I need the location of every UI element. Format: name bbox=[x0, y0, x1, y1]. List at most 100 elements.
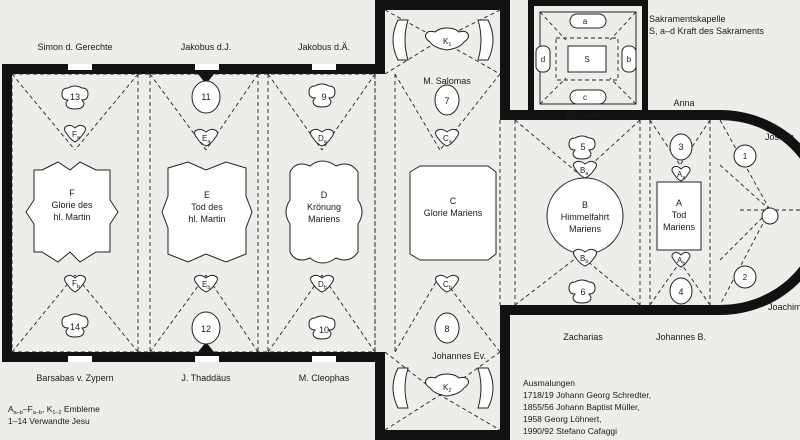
chapel-label-b: b bbox=[627, 55, 632, 64]
emblem-Ba: Ba bbox=[580, 166, 589, 177]
emblem-shapes bbox=[64, 124, 691, 293]
ausmalungen-title: Ausmalungen bbox=[523, 378, 575, 388]
chapel-label-d: d bbox=[541, 55, 545, 64]
chapel-label-s: S bbox=[584, 55, 589, 64]
fresco-B-line1: Himmelfahrt bbox=[561, 212, 610, 222]
number-13: 13 bbox=[70, 92, 80, 102]
saint-cleophas: M. Cleophas bbox=[299, 373, 350, 383]
west-wall bbox=[2, 64, 12, 362]
fresco-F-line1: Glorie des bbox=[51, 200, 93, 210]
north-arm-west-wall bbox=[375, 0, 385, 74]
chapel-cell-a bbox=[569, 13, 607, 29]
emblem-Aa: Aa bbox=[677, 170, 686, 181]
niche bbox=[195, 356, 219, 362]
north-arm-east-wall bbox=[500, 0, 510, 120]
fresco-B-line2: Mariens bbox=[569, 224, 602, 234]
fresco-D-frame bbox=[285, 160, 363, 264]
chapel-cell-c bbox=[569, 89, 607, 105]
emblem-K2 bbox=[425, 373, 469, 397]
chapel-legend: S, a–d Kraft des Sakraments bbox=[649, 26, 765, 36]
pulpit-marker bbox=[198, 74, 214, 84]
number-5: 5 bbox=[580, 142, 585, 152]
fresco-B-letter: B bbox=[582, 200, 588, 210]
emblem-Fb: Fb bbox=[72, 279, 80, 290]
ribs bbox=[514, 119, 641, 306]
fresco-A-line2: Mariens bbox=[663, 222, 696, 232]
emblem-Da: Da bbox=[318, 134, 328, 145]
number-9: 9 bbox=[321, 92, 326, 102]
labels: Sakramentskapelle S, a–d Kraft des Sakra… bbox=[8, 14, 800, 436]
fresco-E-letter: E bbox=[204, 190, 210, 200]
medallion-8 bbox=[434, 312, 460, 344]
saint-zacharias: Zacharias bbox=[563, 332, 603, 342]
niche bbox=[312, 64, 336, 70]
saint-jakobus-dj: Jakobus d.J. bbox=[181, 42, 232, 52]
number-3: 3 bbox=[678, 142, 683, 152]
number-11: 11 bbox=[201, 92, 210, 102]
chapel-cell-s bbox=[567, 45, 607, 73]
saint-johannes-ev: Johannes Ev. bbox=[432, 351, 486, 361]
medallion-3 bbox=[669, 133, 693, 161]
emblem-Cb: Cb bbox=[443, 280, 452, 291]
ausmalungen-line: 1958 Georg Löhnert, bbox=[523, 414, 601, 424]
saint-joachim: Joachim bbox=[768, 302, 800, 312]
medallion-4 bbox=[669, 277, 693, 305]
emblem-Ea: Ea bbox=[202, 134, 211, 145]
emblem-K1-label: K1 bbox=[443, 37, 451, 48]
apse-ribs bbox=[719, 119, 800, 306]
number-4: 4 bbox=[678, 287, 683, 297]
transept-lobe bbox=[392, 19, 409, 61]
fresco-C-letter: C bbox=[450, 196, 457, 206]
number-2: 2 bbox=[743, 273, 748, 282]
number-6: 6 bbox=[580, 287, 585, 297]
chapel-east-wall bbox=[642, 0, 648, 110]
sacrament-chapel bbox=[535, 11, 637, 105]
fresco-E-line1: Tod des bbox=[191, 202, 223, 212]
number-12: 12 bbox=[201, 324, 211, 334]
south-arm-east-wall bbox=[500, 305, 510, 440]
chapel-top-wall bbox=[528, 0, 648, 6]
pulpit-marker bbox=[198, 342, 214, 352]
frescoes bbox=[25, 160, 702, 264]
saint-elisabeth: Elisabeth bbox=[566, 110, 603, 120]
niche bbox=[312, 356, 336, 362]
saint-simon: Simon d. Gerechte bbox=[37, 42, 112, 52]
legend-emblems: Aa–b–Fa–b, K1–2 Embleme bbox=[8, 404, 100, 416]
fresco-A-line1: Tod bbox=[672, 210, 687, 220]
number-1: 1 bbox=[743, 152, 748, 161]
medallion-13 bbox=[61, 85, 89, 110]
saint-anna: Anna bbox=[673, 98, 694, 108]
fresco-F-line2: hl. Martin bbox=[53, 212, 90, 222]
chancel-north-wall bbox=[510, 110, 720, 120]
chapel-west-wall bbox=[528, 0, 534, 110]
medallion-6 bbox=[568, 279, 596, 304]
niche bbox=[68, 356, 92, 362]
fresco-F-frame bbox=[25, 161, 119, 263]
emblem-Ca: Ca bbox=[443, 134, 453, 145]
medallion-12 bbox=[191, 311, 221, 345]
chapel-label-a: a bbox=[583, 17, 588, 26]
fresco-D-letter: D bbox=[321, 190, 328, 200]
niche bbox=[68, 64, 92, 70]
niche bbox=[195, 64, 219, 70]
medallions bbox=[61, 19, 779, 409]
chancel-south-wall bbox=[510, 305, 720, 315]
transept-lobe bbox=[477, 367, 494, 409]
medallion-9 bbox=[308, 83, 336, 108]
saint-thaddaeus: J. Thaddäus bbox=[181, 373, 231, 383]
legend-numbers: 1–14 Verwandte Jesu bbox=[8, 416, 90, 426]
chapel-title: Sakramentskapelle bbox=[649, 14, 726, 24]
transept-lobe bbox=[477, 19, 494, 61]
fresco-A-letter: A bbox=[676, 198, 682, 208]
medallion-10 bbox=[308, 315, 336, 340]
fresco-D-line1: Krönung bbox=[307, 202, 341, 212]
number-8: 8 bbox=[444, 324, 449, 334]
fresco-C-frame bbox=[409, 165, 497, 261]
apse-medallion bbox=[761, 207, 779, 225]
nave-north-wall bbox=[2, 64, 375, 74]
ribs bbox=[394, 73, 501, 353]
medallion-5 bbox=[568, 135, 596, 160]
